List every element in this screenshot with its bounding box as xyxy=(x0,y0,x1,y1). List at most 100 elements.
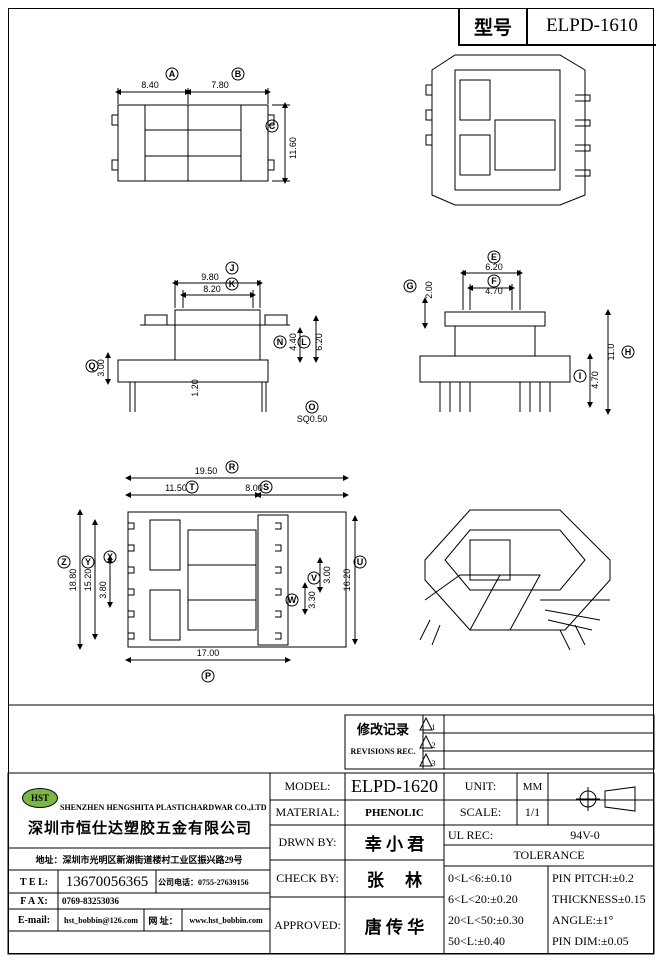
dim-V: 3.00 xyxy=(322,566,332,584)
dim-U: 16.20 xyxy=(342,569,352,592)
dim-O: SQ0.50 xyxy=(297,414,328,424)
callout-U: U xyxy=(353,555,367,569)
technical-drawing: 8.40 7.80 11.60 9.80 8.20 4.40 6.20 3.00… xyxy=(57,54,635,683)
dim-F: 4.70 xyxy=(485,286,503,296)
dim-G: 2.00 xyxy=(424,281,434,299)
scale-value: 1/1 xyxy=(524,805,541,819)
callout-Z: Z xyxy=(57,555,71,569)
company-name-cn: 深圳市恒仕达塑胶五金有限公司 xyxy=(27,820,252,837)
callout-R: R xyxy=(225,460,239,474)
callout-A: A xyxy=(165,67,179,81)
svg-text:K: K xyxy=(229,279,236,289)
model-label: MODEL: xyxy=(284,779,331,793)
svg-text:N: N xyxy=(277,337,284,347)
web-label: 网 址： xyxy=(148,915,178,926)
revision-mark-3: 3 xyxy=(431,758,436,768)
callout-S: S xyxy=(259,480,273,494)
callout-P: P xyxy=(201,669,215,683)
callout-F: F xyxy=(487,274,501,288)
web-value: www.hst_bobbin.com xyxy=(189,915,263,925)
dim-Q: 3.00 xyxy=(96,359,106,377)
callout-T: T xyxy=(185,480,199,494)
svg-text:T: T xyxy=(189,482,195,492)
side-view xyxy=(419,270,611,415)
svg-text:L: L xyxy=(301,337,307,347)
front-view xyxy=(105,280,319,412)
scale-label: SCALE: xyxy=(459,805,502,819)
type-value: ELPD-1610 xyxy=(546,15,638,36)
svg-text:Y: Y xyxy=(85,557,91,567)
type-label: 型号 xyxy=(460,8,528,44)
tol-1: 0<L<6:±0.10 xyxy=(448,871,512,885)
company-address: 地址：深圳市光明区新湖街道楼村工业区振兴路29号 xyxy=(35,854,243,865)
company-logo: HST xyxy=(22,788,58,808)
svg-text:E: E xyxy=(491,252,497,262)
svg-text:B: B xyxy=(235,69,242,79)
callout-H: H xyxy=(621,345,635,359)
dim-Z: 18.80 xyxy=(68,569,78,592)
tolerance-label: TOLERANCE xyxy=(513,848,585,862)
pin-2: THICKNESS±0.15 xyxy=(552,892,646,906)
title-tag: 型号 ELPD-1610 xyxy=(458,8,656,46)
callout-O: O xyxy=(305,400,319,414)
approved-label: APPROVED: xyxy=(274,918,341,932)
svg-text:P: P xyxy=(205,671,211,681)
pin-3: ANGLE:±1° xyxy=(552,913,614,927)
callout-N: N xyxy=(273,335,287,349)
dim-W: 3.30 xyxy=(307,591,317,609)
svg-text:S: S xyxy=(263,482,269,492)
dim-1-20: 1.20 xyxy=(190,379,200,397)
isometric-view-top xyxy=(425,54,591,206)
tol-4: 50<L:±0.40 xyxy=(448,934,506,948)
callout-Y: Y xyxy=(81,555,95,569)
revision-mark-1: 1 xyxy=(431,722,436,732)
top-view xyxy=(111,88,290,184)
svg-text:C: C xyxy=(269,121,276,131)
pin-1: PIN PITCH:±0.2 xyxy=(552,871,634,885)
callout-G: G xyxy=(403,279,417,293)
dim-X: 3.80 xyxy=(98,581,108,599)
dim-S: 8.00 xyxy=(245,483,263,493)
svg-text:V: V xyxy=(311,573,317,583)
fax-label: F A X: xyxy=(20,895,48,907)
callout-X: X xyxy=(103,550,117,564)
email-label: E-mail: xyxy=(17,914,51,926)
dim-A: 8.40 xyxy=(141,80,159,90)
dim-E: 6.20 xyxy=(485,262,503,272)
callout-L: L xyxy=(297,335,311,349)
check-value: 张 林 xyxy=(366,871,423,890)
callout-I: I xyxy=(573,369,587,383)
material-label: MATERIAL: xyxy=(275,805,340,819)
callout-C: C xyxy=(265,119,279,133)
material-value: PHENOLIC xyxy=(365,806,424,819)
dim-H: 11.0 xyxy=(606,344,616,361)
isometric-view-bottom xyxy=(419,509,611,651)
pin-4: PIN DIM:±0.05 xyxy=(552,934,629,948)
callout-B: B xyxy=(231,67,245,81)
model-value: ELPD-1620 xyxy=(351,776,438,796)
tol-3: 20<L<50:±0.30 xyxy=(448,913,524,927)
dim-R: 19.50 xyxy=(195,466,218,476)
svg-text:A: A xyxy=(169,69,176,79)
dim-Y: 15.20 xyxy=(83,569,93,592)
svg-text:Z: Z xyxy=(61,557,67,567)
svg-text:G: G xyxy=(406,281,413,291)
svg-text:H: H xyxy=(625,347,632,357)
bottom-view xyxy=(77,475,358,663)
dim-K: 8.20 xyxy=(203,284,221,294)
dim-J: 9.80 xyxy=(201,272,219,282)
callout-E: E xyxy=(487,250,501,264)
svg-text:Q: Q xyxy=(88,361,95,371)
unit-label: UNIT: xyxy=(464,779,497,793)
svg-text:U: U xyxy=(357,557,364,567)
dim-N: 4.40 xyxy=(288,333,298,351)
svg-text:R: R xyxy=(229,462,236,472)
dim-P: 17.00 xyxy=(197,648,220,658)
dim-L: 6.20 xyxy=(314,333,324,351)
ul-value: 94V-0 xyxy=(570,827,600,842)
dim-I: 4.70 xyxy=(590,371,600,389)
svg-text:O: O xyxy=(308,402,315,412)
revision-mark-2: 2 xyxy=(431,740,436,750)
callout-Q: Q xyxy=(85,359,99,373)
tol-2: 6<L<20:±0.20 xyxy=(448,892,518,906)
